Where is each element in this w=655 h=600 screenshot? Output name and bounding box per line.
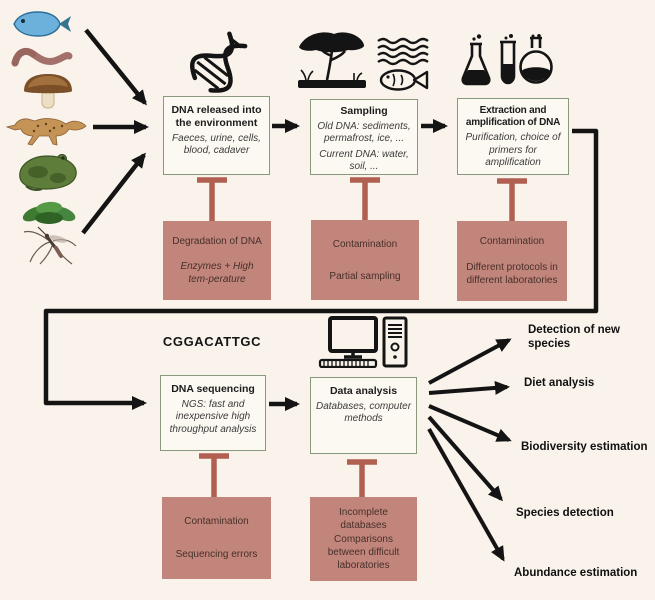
stage-analysis: Data analysis Databases, computer method… <box>310 377 417 454</box>
stage-title: Data analysis <box>329 385 398 397</box>
arrow-to-diet-analysis <box>428 380 510 395</box>
stage-extraction: Extraction and amplification of DNA Puri… <box>457 98 569 175</box>
issue-detail: Enzymes + High tem-perature <box>180 261 254 285</box>
stage-note: Faeces, urine, cells, blood, cadaver <box>172 132 261 157</box>
stage-note: NGS: fast and inexpensive high throughpu… <box>169 398 257 435</box>
earthworm-icon <box>10 44 74 75</box>
stage-title: Sampling <box>340 105 388 117</box>
arrow-mosquito-to-stage1 <box>81 152 146 235</box>
stage-note: Purification, choice of primers for ampl… <box>465 132 561 169</box>
mosquito-icon <box>20 224 80 273</box>
issue-detail: Partial sampling <box>329 270 401 282</box>
issue-sampling: Contamination Partial sampling <box>311 220 419 300</box>
issue-detail: Different protocols in different laborat… <box>466 261 558 286</box>
stage-sampling: Sampling Old DNA: sediments, permafrost,… <box>310 99 418 175</box>
inhibitor-analysis <box>347 459 377 497</box>
stage-dna-release: DNA released into the environment Faeces… <box>163 96 270 175</box>
stage-note: Current DNA: water, soil, ... <box>319 148 409 173</box>
inhibitor-extraction <box>497 178 527 221</box>
output-detection-new-species: Detection of new species <box>528 324 621 350</box>
stage-title: Extraction and amplification of DNA <box>465 105 561 129</box>
lab-flasks-icon <box>460 34 556 97</box>
cheetah-icon <box>4 112 88 153</box>
inhibitor-degradation <box>197 177 227 221</box>
arrow-to-species-detection <box>427 415 503 502</box>
issue-title: Contamination <box>332 238 398 250</box>
issue-degradation: Degradation of DNA Enzymes + High tem-pe… <box>163 221 271 300</box>
inhibitor-sampling <box>350 177 380 220</box>
fish-and-waves-icon <box>374 36 432 97</box>
issue-title: Contamination <box>184 516 249 527</box>
output-biodiversity-estimation: Biodiversity estimation <box>521 441 648 453</box>
stage-sequencing: DNA sequencing NGS: fast and inexpensive… <box>160 375 266 451</box>
stage-note: Databases, computer methods <box>315 400 412 425</box>
dna-sequence-text: CGGACATTGC <box>162 334 262 349</box>
issue-detail: Comparisons between difficult laboratori… <box>327 534 400 572</box>
arrow-to-biodiversity <box>428 404 512 442</box>
desktop-computer-icon <box>314 316 410 373</box>
stage-title: DNA sequencing <box>171 383 255 395</box>
mushroom-icon <box>22 72 74 115</box>
arrow-stage3-to-stage4 <box>43 128 599 410</box>
issue-extraction: Contamination Different protocols in dif… <box>457 221 567 301</box>
stage-title: DNA released into the environment <box>171 104 262 129</box>
issue-title: Contamination <box>479 236 545 248</box>
issue-detail: Sequencing errors <box>175 549 258 560</box>
savanna-tree-icon <box>296 30 368 97</box>
output-species-detection: Species detection <box>516 507 614 519</box>
arrow-fish-to-stage1 <box>84 28 147 106</box>
issue-title: Degradation of DNA <box>172 236 262 247</box>
arrow-to-detection-new-species <box>428 338 512 385</box>
issue-analysis: Incomplete databases Comparisons between… <box>310 497 417 581</box>
dna-helix-icon <box>188 28 252 101</box>
inhibitor-sequencing <box>199 453 229 497</box>
arrow-to-abundance <box>427 428 505 562</box>
plant-icon <box>18 196 82 231</box>
fish-icon <box>10 8 74 45</box>
output-diet-analysis: Diet analysis <box>524 377 595 389</box>
issue-sequencing: Contamination Sequencing errors <box>162 497 271 579</box>
output-abundance-estimation: Abundance estimation <box>514 567 638 579</box>
issue-title: Incomplete databases <box>339 506 388 531</box>
frog-icon <box>12 150 84 197</box>
stage-note: Old DNA: sediments, permafrost, ice, ... <box>317 120 411 145</box>
